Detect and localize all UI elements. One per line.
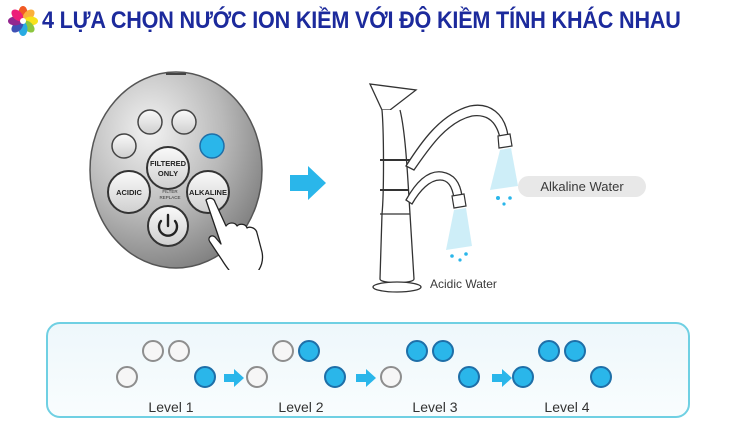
level-label: Level 4 — [544, 399, 590, 415]
level-group: Level 2 — [246, 340, 356, 420]
level-dot — [246, 366, 268, 388]
arrow-right-icon — [492, 369, 512, 387]
filtered-only-button[interactable]: FILTERED ONLY — [146, 146, 190, 190]
page-title: 4 LỰA CHỌN NƯỚC ION KIỀM VỚI ĐỘ KIỀM TÍN… — [42, 7, 681, 34]
arrow-right-icon — [356, 369, 376, 387]
level-dot-active — [324, 366, 346, 388]
level-dot-active — [590, 366, 612, 388]
indicator-led — [137, 109, 163, 135]
faucet-body — [368, 83, 422, 293]
pointing-hand-icon — [205, 197, 264, 270]
filter-label-1: FILTER — [162, 189, 178, 194]
alkaline-spout — [405, 104, 518, 206]
arrow-right-icon — [224, 369, 244, 387]
indicator-led — [111, 133, 137, 159]
level-dot — [272, 340, 294, 362]
indicator-led — [171, 109, 197, 135]
level-dot-active — [298, 340, 320, 362]
level-dot — [142, 340, 164, 362]
level-dot-active — [458, 366, 480, 388]
alkaline-label: ALKALINE — [189, 188, 227, 197]
filtered-label-1: FILTERED — [150, 159, 187, 168]
power-button[interactable] — [147, 205, 189, 247]
acidic-water-label: Acidic Water — [430, 277, 497, 291]
acidic-button[interactable]: ACIDIC — [107, 170, 151, 214]
level-label: Level 2 — [278, 399, 324, 415]
indicator-led-active — [199, 133, 225, 159]
level-group: Level 1 — [116, 340, 226, 420]
level-dot — [380, 366, 402, 388]
acidic-label: ACIDIC — [116, 188, 142, 197]
level-label: Level 3 — [412, 399, 458, 415]
level-dot-active — [194, 366, 216, 388]
level-dot-active — [538, 340, 560, 362]
level-group: Level 4 — [512, 340, 622, 420]
level-dot-active — [512, 366, 534, 388]
level-label: Level 1 — [148, 399, 194, 415]
control-panel: FILTERED ONLY ACIDIC ALKALINE FILTER REP… — [89, 71, 264, 270]
filter-label-2: REPLACE — [159, 195, 180, 200]
faucet-illustration — [368, 83, 518, 293]
level-dot — [116, 366, 138, 388]
acidic-spout — [405, 171, 472, 262]
level-dot-active — [564, 340, 586, 362]
level-group: Level 3 — [380, 340, 490, 420]
level-dot — [168, 340, 190, 362]
level-dot-active — [406, 340, 428, 362]
alkaline-button[interactable]: ALKALINE — [186, 170, 230, 214]
arrow-right-icon — [290, 166, 326, 200]
level-dot-active — [432, 340, 454, 362]
flower-icon — [8, 6, 38, 36]
header: 4 LỰA CHỌN NƯỚC ION KIỀM VỚI ĐỘ KIỀM TÍN… — [0, 0, 750, 46]
levels-panel: Level 1 Level 2 Level 3 Level 4 — [46, 322, 690, 418]
power-icon — [157, 213, 179, 237]
alkaline-water-label: Alkaline Water — [518, 176, 646, 197]
filtered-label-2: ONLY — [158, 169, 178, 178]
